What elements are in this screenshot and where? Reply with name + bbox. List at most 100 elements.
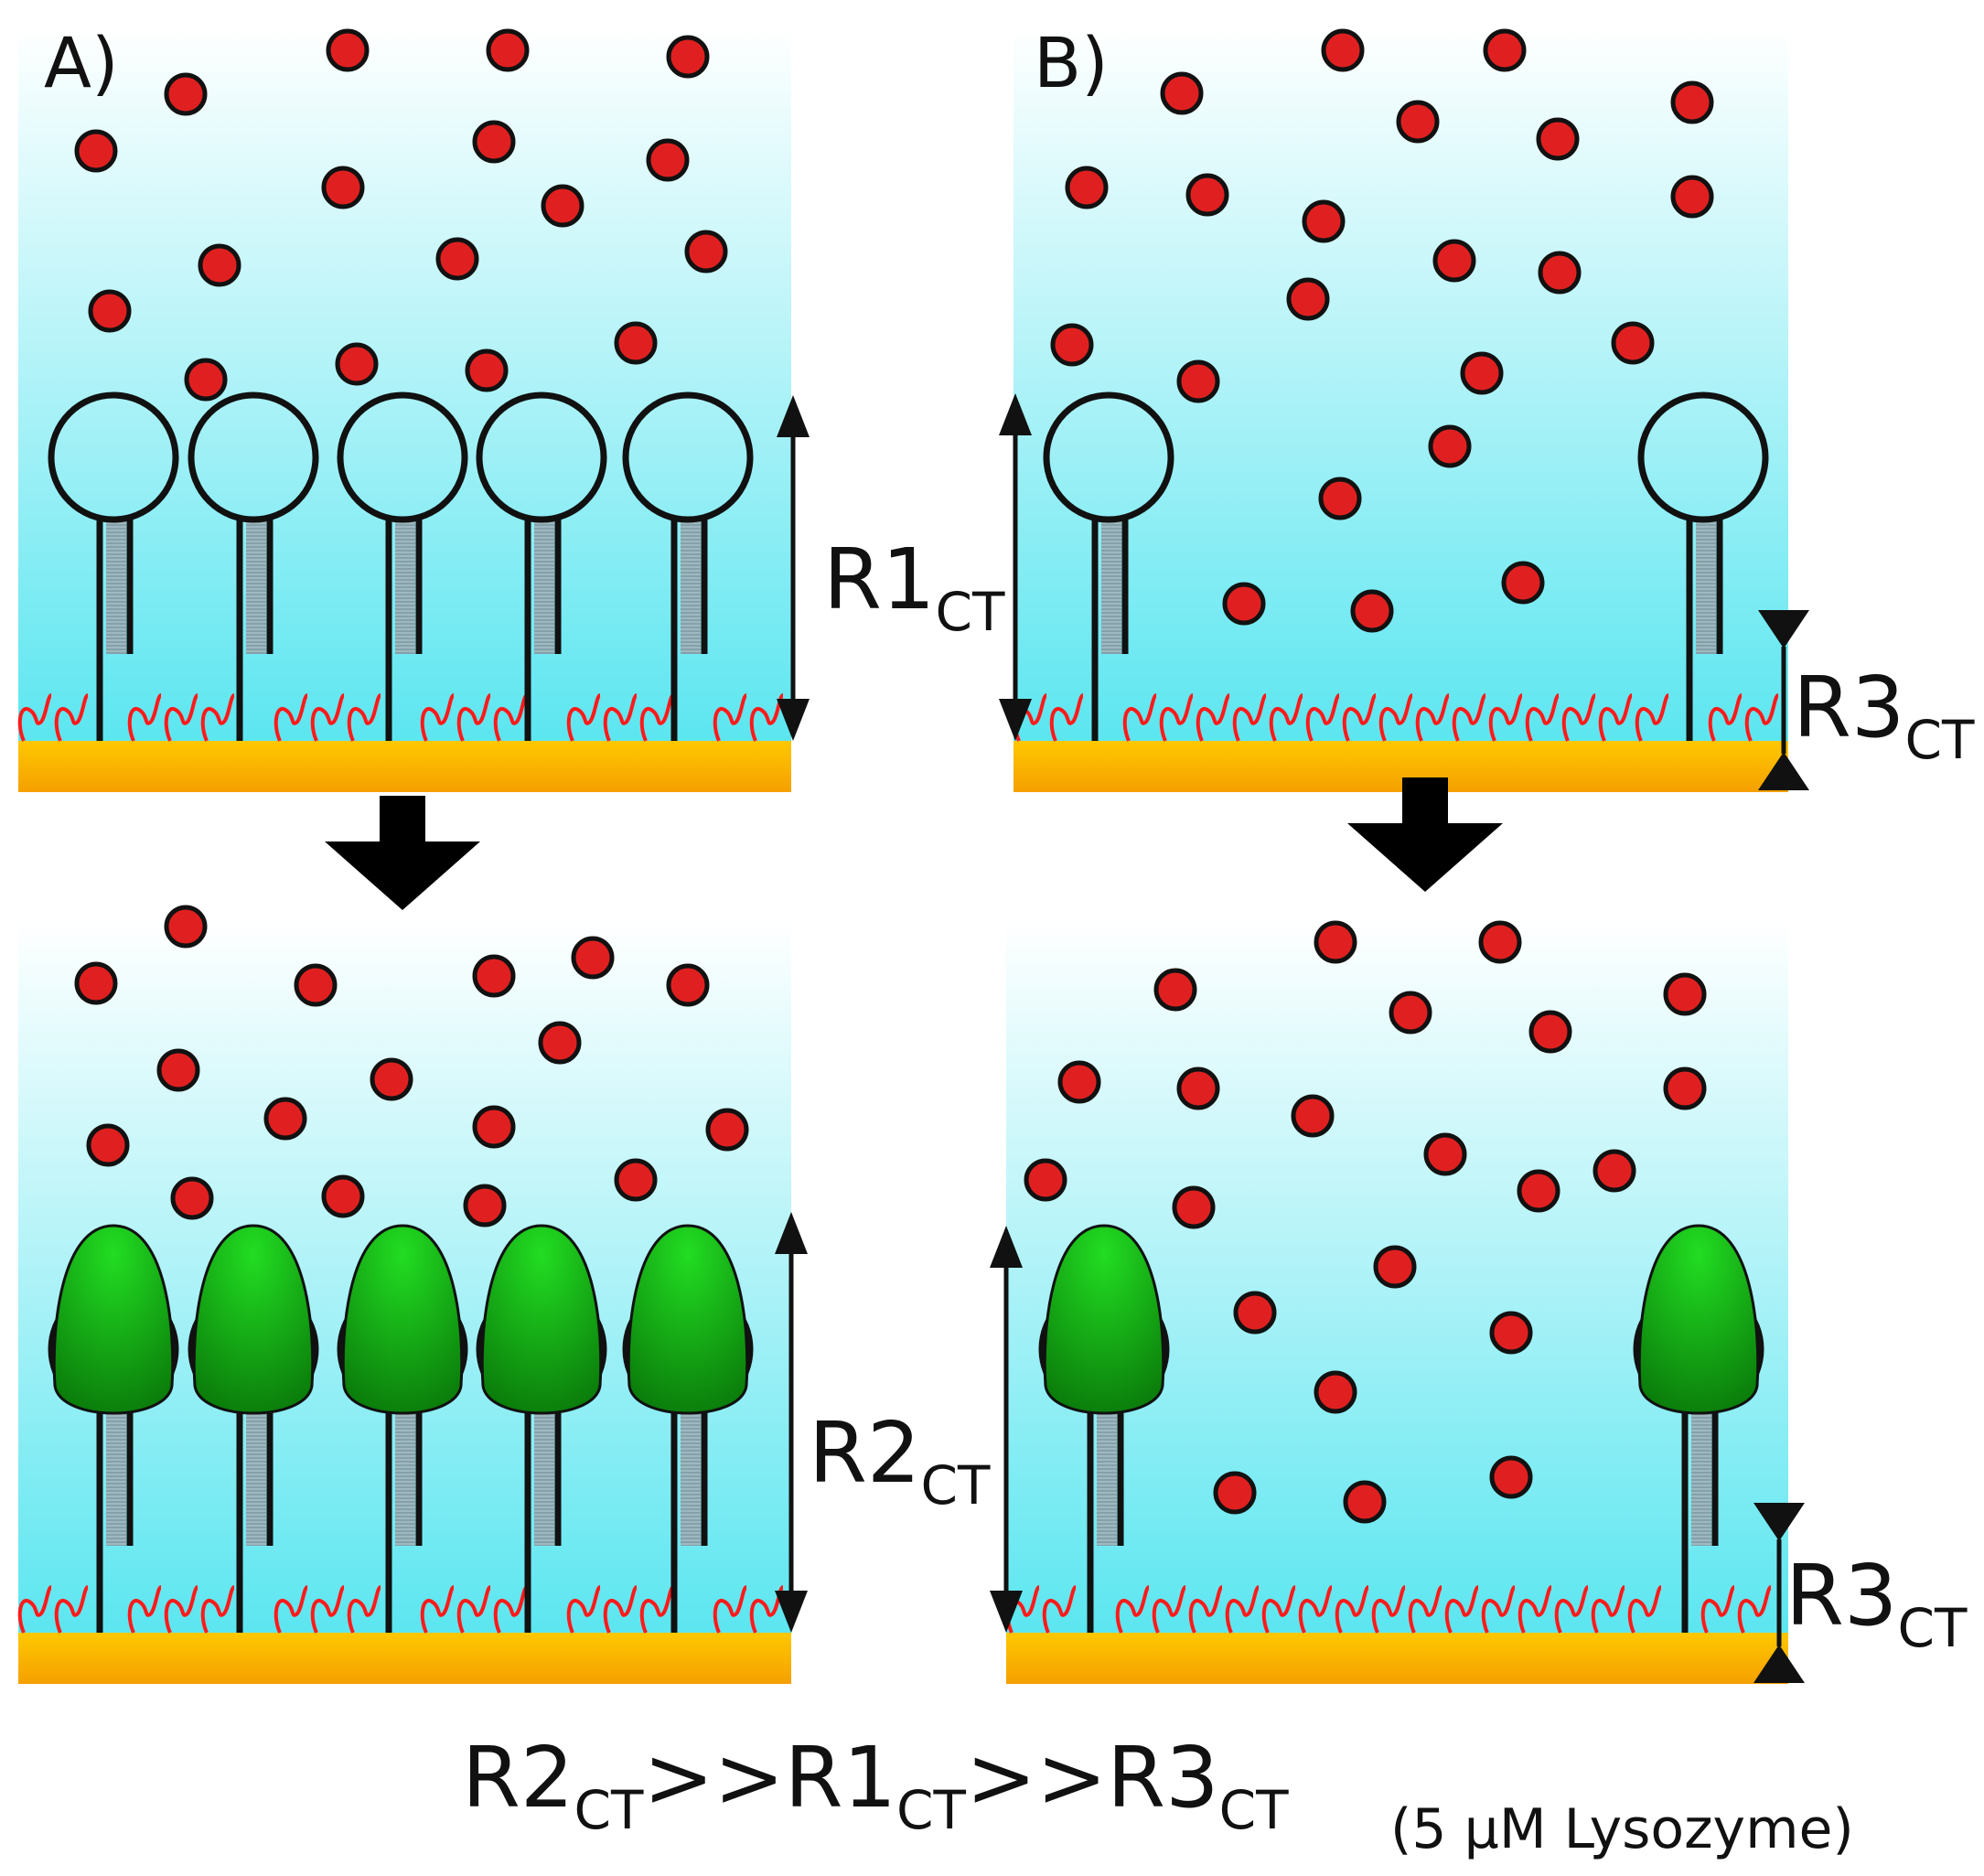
backfill-chain [420,693,456,742]
r3-marker-top [1753,1503,1805,1541]
r3-marker-top [1758,610,1809,649]
svg-text:R1CT: R1CT [823,531,1005,643]
protein-molecule [326,28,370,72]
probe-loop [476,391,607,523]
protein-molecule [614,321,658,365]
backfill-chain [1232,693,1268,742]
backfill-chain [1335,1585,1370,1634]
bound-target [1043,1224,1165,1415]
protein-molecule [1233,1291,1277,1335]
protein-molecule [1483,28,1527,72]
backfill-chain [1415,693,1451,742]
protein-molecule [184,358,228,402]
protein-molecule [321,166,365,209]
bound-target [52,1224,175,1415]
backfill-chain [1152,1585,1187,1634]
protein-molecule [1065,166,1109,209]
backfill-chain [1305,693,1341,742]
backfill-chain [1452,693,1487,742]
protein-molecule [1176,359,1220,403]
protein-molecule [1389,991,1432,1034]
backfill-chain [1481,1585,1517,1634]
backfill-chain [1225,1585,1260,1634]
protein-molecule [1024,1158,1067,1202]
protein-molecule [541,184,584,228]
protein-molecule [472,1105,516,1149]
probe-loop [188,391,319,523]
protein-molecule [472,954,516,998]
probe-stem-duplex [1696,517,1716,654]
gold-electrode [18,1633,791,1684]
backfill-chain [1049,693,1085,742]
panel-b-bottom [1005,919,1788,1684]
protein-molecule [684,230,728,273]
backfill-chain [639,693,675,742]
protein-molecule [1489,1455,1533,1499]
backfill-chain [200,693,236,742]
condition-label: (5 µM Lysozyme) [1390,1797,1854,1861]
backfill-chain [1627,1585,1663,1634]
r1-arrow-head [777,699,810,741]
backfill-chain [1196,693,1231,742]
backfill-chain [420,1585,456,1634]
protein-molecule [1057,1060,1101,1104]
probe-stem-duplex [246,1409,266,1546]
backfill-chain [1122,693,1158,742]
probe-stem-duplex [395,517,415,654]
backfill-chain [200,1585,236,1634]
protein-molecule [1611,321,1655,365]
backfill-chain [603,693,638,742]
protein-molecule [1286,277,1330,321]
transition-arrow [325,796,480,910]
backfill-chain [493,693,529,742]
protein-molecule [1302,199,1346,243]
protein-molecule [321,1174,365,1218]
protein-molecule [614,1158,658,1202]
protein-molecule [1478,920,1522,964]
measure-label-r1: R1CT [823,531,1005,643]
bound-target [192,1224,315,1415]
protein-molecule [1501,561,1545,605]
bound-target [627,1224,749,1415]
backfill-chain [1700,1585,1736,1634]
protein-molecule [170,1176,214,1220]
protein-molecule [1350,589,1394,633]
probe-stem-duplex [1097,1409,1117,1546]
probe-stem-duplex [534,1409,554,1546]
protein-molecule [1291,1094,1335,1138]
backfill-chain [54,1585,90,1634]
svg-text:R3CT: R3CT [1793,659,1975,771]
backfill-chain [1342,693,1378,742]
backfill-chain [17,693,53,742]
protein-molecule [1213,1471,1257,1515]
protein-molecule [538,1021,582,1065]
backfill-chain [1517,1585,1553,1634]
protein-molecule [486,28,530,72]
panel-label-b: B) [1034,22,1109,103]
measure-label-r3-bottom: R3CT [1786,1547,1968,1659]
protein-molecule [1373,1245,1417,1289]
backfill-chain [456,693,492,742]
backfill-chain [164,1585,199,1634]
protein-molecule [1489,1311,1533,1355]
probe-stem-duplex [106,517,126,654]
protein-molecule [156,1048,200,1092]
probe-stem-duplex [534,517,554,654]
bound-target [341,1224,464,1415]
backfill-chain [164,693,199,742]
backfill-chain [1561,693,1597,742]
svg-text:R2CT>>R1CT>>R3CT: R2CT>>R1CT>>R3CT [462,1729,1289,1841]
backfill-chain [1737,1585,1773,1634]
transition-arrow [1347,777,1503,892]
backfill-chain [1269,693,1304,742]
protein-molecule [294,963,338,1007]
backfill-chain [310,1585,346,1634]
protein-molecule [705,1108,749,1152]
bound-target [480,1224,603,1415]
protein-molecule [198,243,241,287]
r1-arrow-head [777,395,810,437]
backfill-chain [749,693,785,742]
r2-arrow-head [775,1212,808,1254]
